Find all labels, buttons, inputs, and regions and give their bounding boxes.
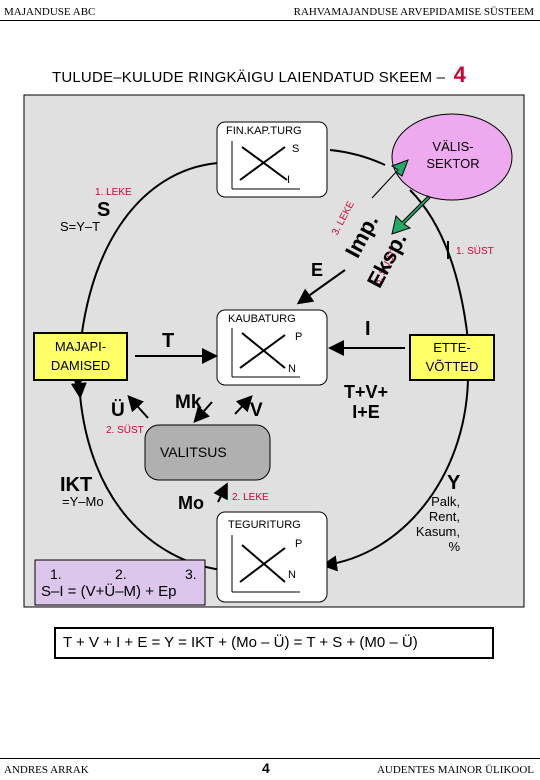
mo-label: Mo — [178, 493, 204, 513]
foreign-sector-ellipse — [391, 113, 513, 201]
mk-arrow — [193, 401, 213, 423]
y-components-label: Palk, Rent, Kasum, % — [415, 494, 460, 554]
leke2-label: 2. LEKE — [232, 492, 269, 503]
header-left: MAJANDUSE ABC — [4, 6, 96, 18]
circle-arc-top-right — [329, 149, 386, 166]
header-right: RAHVAMAJANDUSE ARVEPIDAMISE SÜSTEEM — [293, 6, 534, 18]
imp-green-arrow — [371, 159, 409, 199]
goods-market-box — [216, 309, 328, 386]
header-rule — [0, 20, 540, 21]
s-label: S — [97, 199, 111, 221]
syst2-label: 2. SÜST — [106, 425, 144, 436]
syst1-label: 1. SÜST — [456, 246, 494, 257]
goods-market-title: KAUBATURG — [228, 313, 296, 325]
factor-market-n-label: N — [288, 569, 296, 581]
ikt-label: IKT — [60, 474, 93, 496]
fin-market-curve-s — [239, 146, 286, 181]
identity-formula: S–I = (V+Ü–M) + Ep — [41, 583, 177, 600]
leke1-label: 1. LEKE — [95, 187, 132, 198]
i-label: I — [365, 318, 371, 340]
t-label: T — [162, 330, 175, 352]
households-label: MAJAPI- DAMISED — [50, 339, 111, 373]
ikt-equation-label: =Y–Mo — [62, 494, 104, 509]
fin-market-title: FIN.KAP.TURG — [226, 125, 302, 137]
goods-market-n-label: N — [288, 363, 296, 375]
goods-market-curve-n — [239, 334, 286, 369]
y-label: Y — [447, 472, 461, 494]
u-arrow — [127, 395, 149, 419]
factor-market-title: TEGURITURG — [228, 519, 301, 531]
footer-rule — [0, 758, 540, 759]
page-title-number: 4 — [453, 62, 467, 87]
v-arrow — [234, 395, 253, 415]
v-label: V — [250, 400, 263, 421]
e-label: E — [311, 260, 324, 280]
circle-arc-right-bottom — [321, 379, 469, 572]
identity-number-2: 2. — [115, 566, 127, 582]
government-box — [144, 424, 271, 481]
tvie-label: T+V+ I+E — [343, 382, 389, 422]
footer-page-number: 4 — [262, 760, 270, 776]
identity-box — [34, 559, 206, 606]
fin-market-box — [216, 121, 328, 198]
identity-number-1: 1. — [50, 566, 62, 582]
firms-box — [409, 334, 495, 381]
factor-market-p-label: P — [295, 538, 303, 550]
footer-left: ANDRES ARRAK — [4, 764, 89, 776]
mk-label: Mk — [175, 392, 202, 413]
equation-box — [54, 627, 494, 659]
u-label: Ü — [111, 400, 125, 421]
eksp-green-arrow — [391, 195, 431, 235]
firms-label: ETTE- VÕTTED — [425, 340, 479, 374]
fin-market-i-label: I — [287, 174, 291, 186]
fin-market-s-label: S — [292, 143, 300, 155]
factor-market-curve-n — [239, 547, 286, 583]
goods-market-p-label: P — [295, 331, 303, 343]
page-title: TULUDE–KULUDE RINGKÄIGU LAIENDATUD SKEEM… — [52, 62, 466, 88]
households-box — [33, 332, 128, 381]
footer-right: AUDENTES MAINOR ÜLIKOOL — [376, 764, 534, 776]
government-label: VALITSUS — [160, 444, 227, 460]
s-equation-label: S=Y–T — [60, 219, 101, 234]
e-arrow — [296, 269, 346, 305]
page-title-text: TULUDE–KULUDE RINGKÄIGU LAIENDATUD SKEEM… — [52, 69, 446, 86]
fin-market-curve-i — [241, 146, 288, 181]
identity-number-3: 3. — [185, 566, 197, 582]
mo-arrow — [213, 482, 228, 503]
foreign-sector-label: VÄLIS- SEKTOR — [426, 139, 480, 171]
equation-text: T + V + I + E = Y = IKT + (Mo – Ü) = T +… — [63, 634, 418, 651]
